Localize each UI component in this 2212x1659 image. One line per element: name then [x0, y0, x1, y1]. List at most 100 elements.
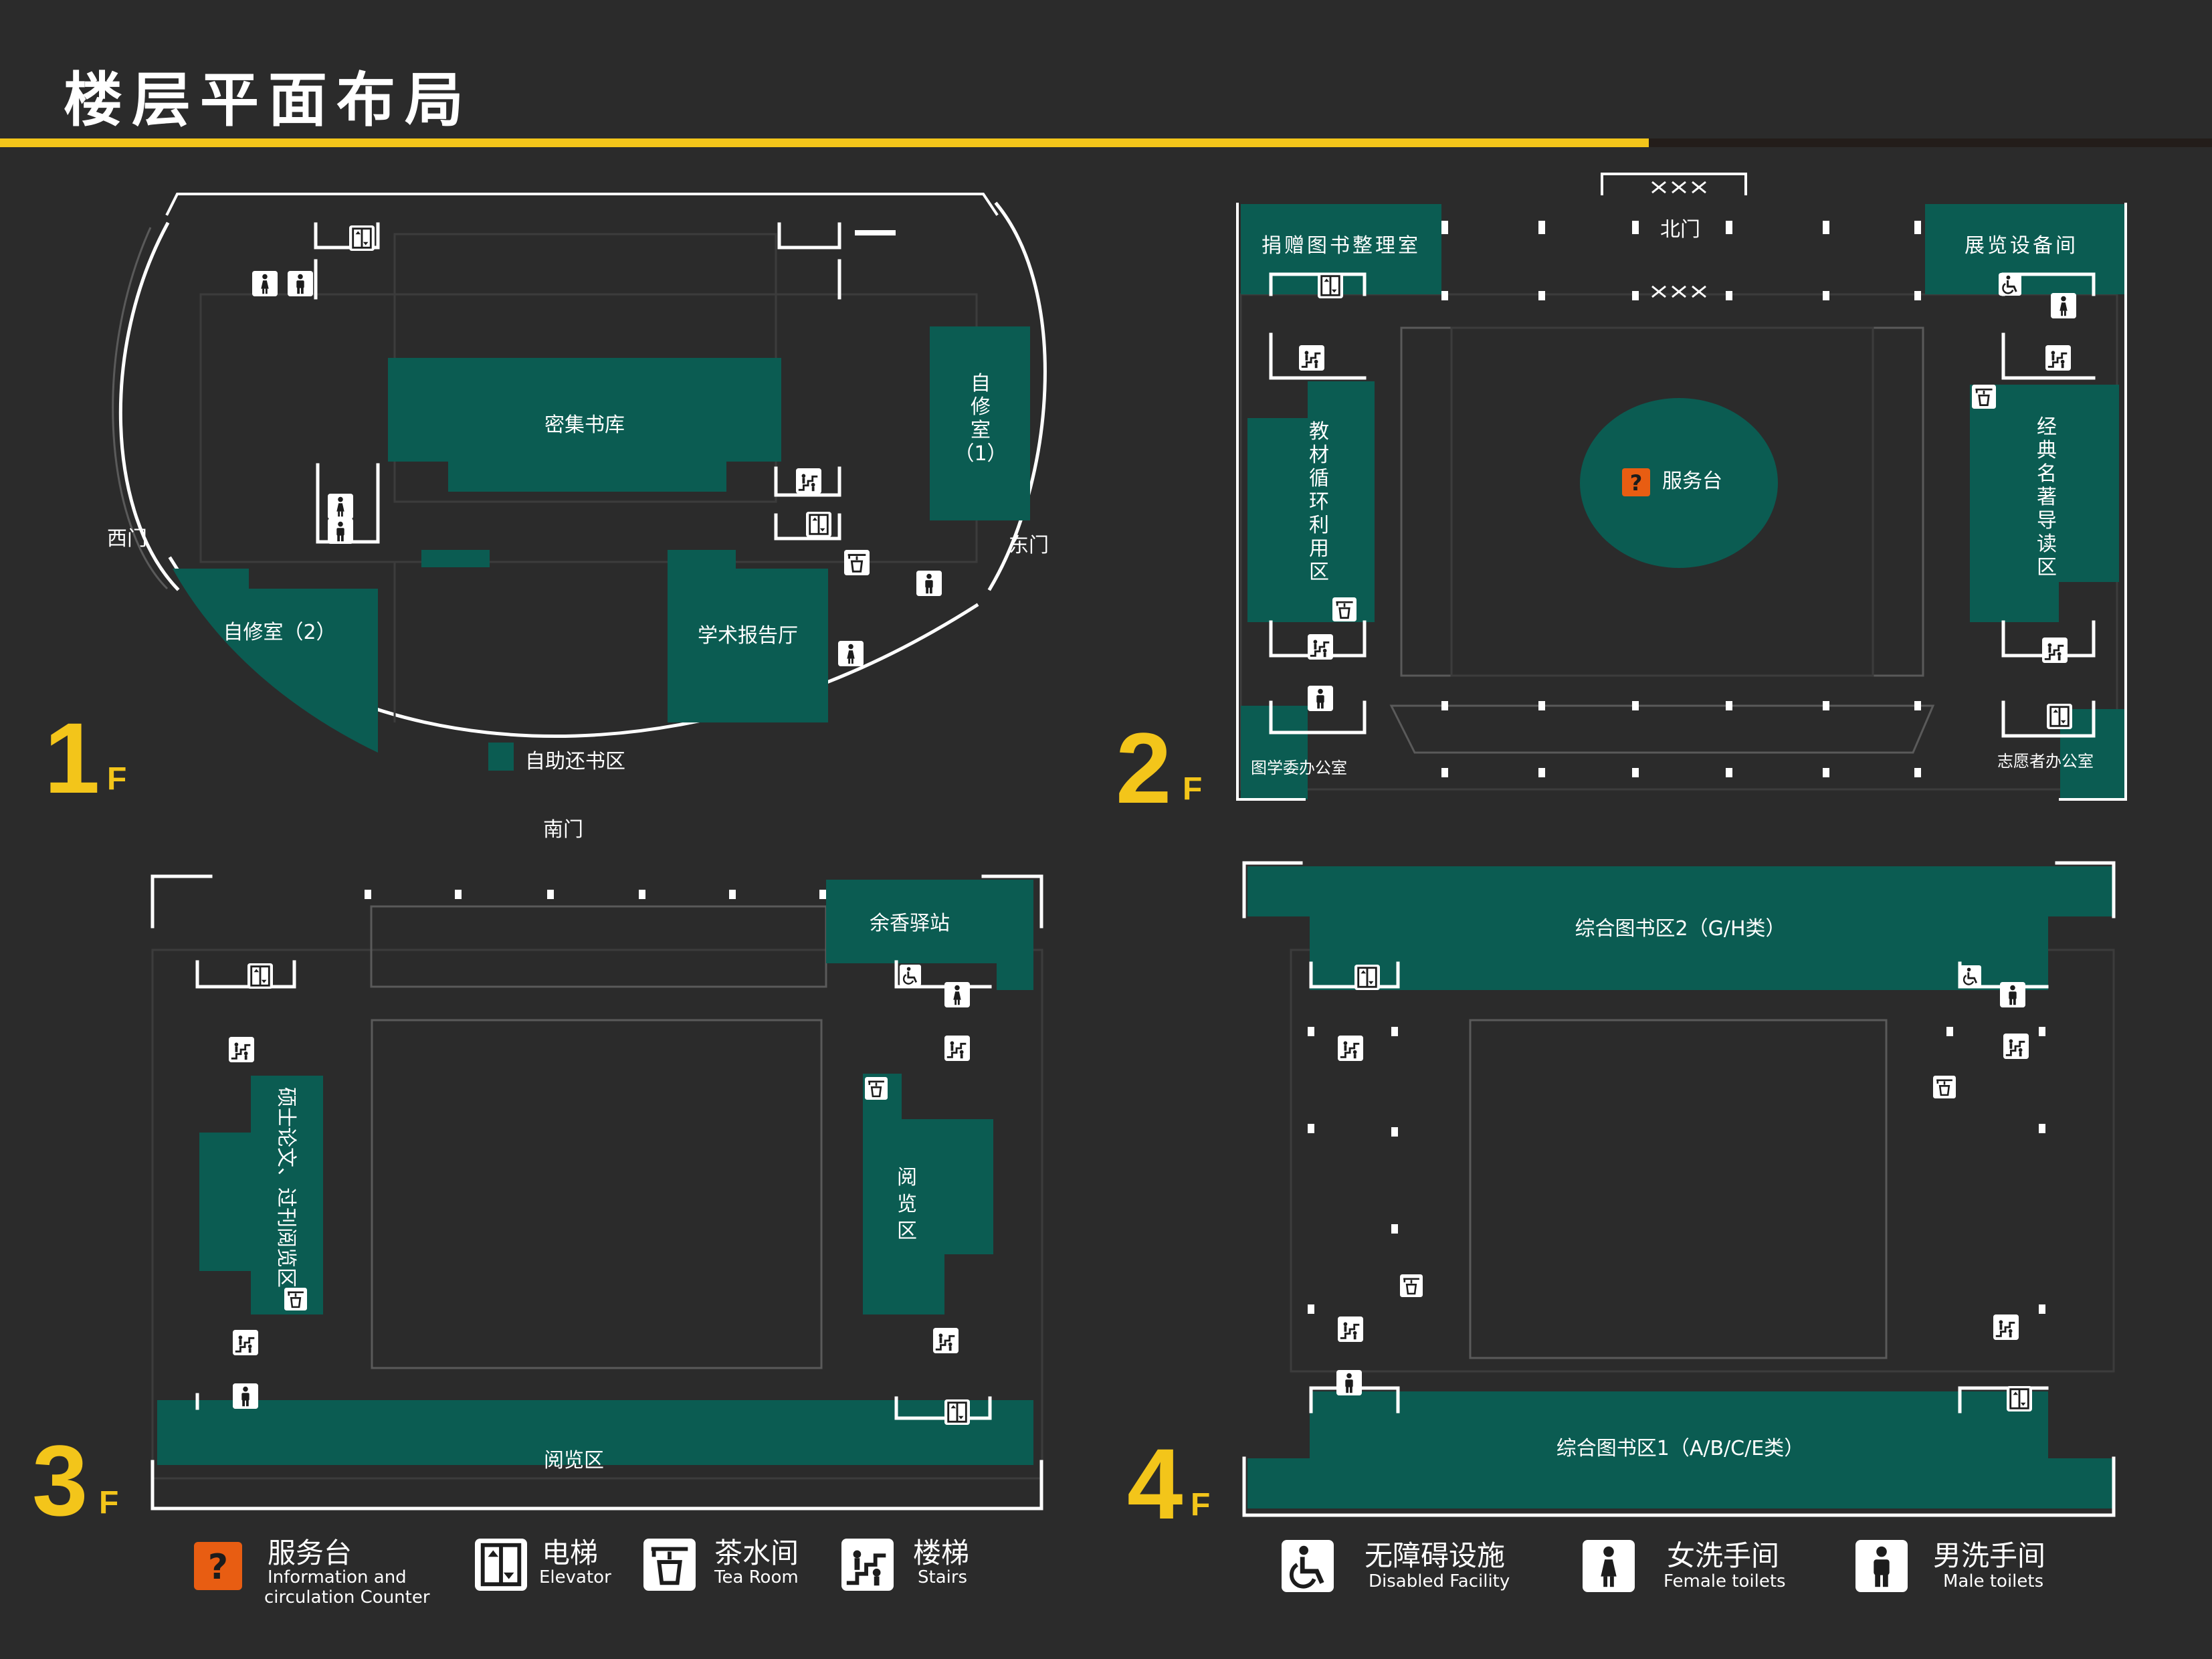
stairs-icon [1308, 634, 1333, 660]
legend-item-service-desk: ? 服务台 Information and circulation Counte… [194, 1537, 430, 1607]
floor1-west-curve-inner [112, 227, 169, 590]
room-self-study-1 [930, 326, 1030, 520]
floor-3-number: 3 [32, 1424, 88, 1537]
label-reading-right-b: 览 [897, 1193, 917, 1216]
floor-3-plan: 余香驿站 硕士论文、过刊阅览区 阅 览 区 阅览区 3 F [32, 874, 1043, 1537]
floor4-atrium [1469, 1019, 1888, 1359]
legend-item-female: 女洗手间 Female toilets [1583, 1539, 1786, 1592]
svg-text:?: ? [208, 1547, 228, 1587]
stairs-icon [1338, 1036, 1363, 1061]
male-icon [328, 518, 353, 544]
svg-text:Disabled Facility: Disabled Facility [1369, 1571, 1510, 1591]
svg-text:Female toilets: Female toilets [1664, 1571, 1786, 1591]
stairs-icon [841, 1539, 894, 1591]
svg-text:电梯: 电梯 [542, 1537, 598, 1569]
label-service-desk: 服务台 [1662, 470, 1722, 493]
svg-text:楼梯: 楼梯 [913, 1537, 969, 1569]
room-reading-bottom [157, 1400, 1033, 1465]
svg-text:区: 区 [1309, 561, 1329, 584]
male-icon [916, 571, 942, 596]
label-south-door: 南门 [543, 818, 583, 842]
room-student-committee [1241, 706, 1308, 799]
male-icon [1308, 686, 1333, 711]
male-icon [233, 1383, 258, 1409]
label-reading-right-a: 阅 [897, 1166, 917, 1189]
stairs-icon [229, 1037, 254, 1062]
tea-icon [1332, 597, 1356, 621]
floor2-south-ramp [1389, 704, 1935, 754]
label-self-study-1-b: 修 [971, 395, 991, 419]
svg-text:经: 经 [2037, 415, 2057, 439]
floor1-west-curve [118, 221, 180, 591]
tea-icon [865, 1077, 888, 1100]
label-self-study-2: 自修室（2） [223, 621, 336, 644]
room-self-study-2 [173, 569, 378, 753]
svg-text:Male toilets: Male toilets [1943, 1571, 2043, 1591]
label-volunteer-office: 志愿者办公室 [1997, 752, 2094, 771]
label-self-study-1-a: 自 [971, 372, 991, 395]
label-lecture-hall: 学术报告厅 [698, 624, 798, 648]
stairs-icon [1993, 1314, 2019, 1340]
elevator-icon [247, 963, 273, 989]
svg-text:读: 读 [2037, 532, 2057, 556]
floor3-atrium [371, 1019, 823, 1369]
label-self-study-1-c: 室 [971, 419, 991, 442]
stairs-icon [2003, 1034, 2029, 1059]
floor-4-plan: 综合图书区2（G/H类） 综合图书区1（A/B/C/E类） 4 F [1127, 861, 2116, 1540]
label-self-study-1-d: （1） [954, 442, 1007, 466]
elevator-icon [349, 225, 375, 251]
question-icon [1622, 468, 1650, 496]
svg-text:用: 用 [1309, 537, 1329, 561]
header: 楼层平面布局 [0, 66, 2212, 147]
male-icon [1855, 1540, 1908, 1592]
svg-text:?: ? [1630, 470, 1643, 496]
floor-3-suffix: F [99, 1485, 118, 1521]
legend-item-stairs: 楼梯 Stairs [841, 1537, 969, 1591]
label-dense-stacks: 密集书库 [544, 413, 625, 437]
floor-4-suffix: F [1191, 1487, 1210, 1523]
label-west-door: 西门 [107, 527, 147, 551]
legend-item-male: 男洗手间 Male toilets [1855, 1539, 2045, 1592]
svg-text:导: 导 [2037, 509, 2057, 532]
male-icon [288, 271, 313, 296]
label-textbook-recycle: 教 材 循 环 利 用 区 [1309, 420, 1329, 584]
svg-text:Information and: Information and [268, 1567, 407, 1587]
floor-1-number: 1 [44, 702, 100, 814]
female-icon [1583, 1540, 1635, 1592]
svg-text:男洗手间: 男洗手间 [1933, 1539, 2045, 1572]
stairs-icon [233, 1330, 258, 1355]
room-classics-reading [1970, 385, 2119, 622]
label-general-1: 综合图书区1（A/B/C/E类） [1556, 1437, 1804, 1460]
label-exhibition-equipment: 展览设备间 [1965, 234, 2078, 258]
stairs-icon [1299, 345, 1324, 371]
svg-text:利: 利 [1309, 514, 1329, 537]
floor1-north-wall [165, 193, 999, 216]
svg-text:名: 名 [2037, 462, 2057, 486]
svg-text:典: 典 [2037, 439, 2057, 462]
room-service-desk [1580, 398, 1778, 568]
page-title: 楼层平面布局 [64, 66, 473, 134]
svg-text:无障碍设施: 无障碍设施 [1365, 1539, 1505, 1572]
title-bar-accent [0, 138, 1649, 147]
floor-2-number: 2 [1116, 712, 1171, 824]
elevator-icon [475, 1539, 527, 1591]
wheelchair-icon [1960, 965, 1981, 987]
label-self-return: 自助还书区 [525, 750, 625, 773]
svg-text:服务台: 服务台 [268, 1537, 352, 1569]
room-lecture-hall [668, 569, 828, 722]
svg-text:茶水间: 茶水间 [714, 1537, 799, 1569]
elevator-icon [1318, 273, 1343, 298]
wheelchair-icon [1999, 273, 2021, 296]
room-textbook-recycle [1247, 381, 1375, 622]
svg-text:材: 材 [1309, 444, 1329, 467]
svg-text:circulation Counter: circulation Counter [264, 1587, 430, 1607]
room-general-1 [1247, 1391, 2112, 1508]
wheelchair-icon [900, 965, 921, 986]
wheelchair-icon [1282, 1540, 1334, 1592]
question-icon [194, 1542, 242, 1590]
male-icon [1336, 1370, 1362, 1395]
tea-icon [284, 1288, 307, 1310]
label-reading-right-c: 区 [897, 1219, 917, 1243]
elevator-icon [2007, 1386, 2032, 1411]
